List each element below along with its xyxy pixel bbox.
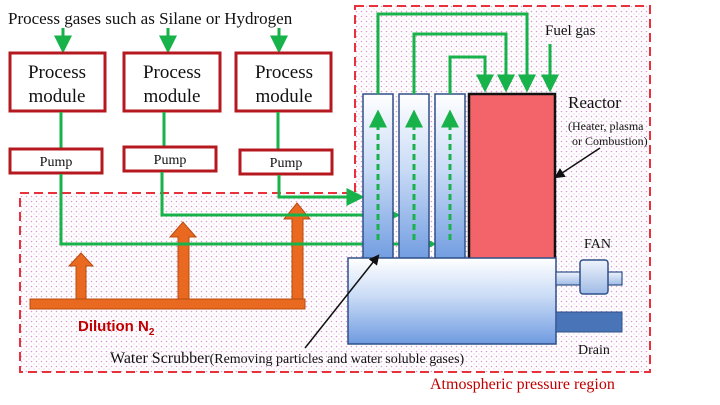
fan-label: FAN [584, 237, 611, 252]
column-to-reactor-3 [448, 55, 494, 94]
scrubber-label-text: Water Scrubber [110, 350, 210, 367]
drain-label: Drain [578, 343, 610, 358]
process-module-3: Process module [234, 51, 333, 113]
pump-2: Pump [122, 145, 218, 173]
pump-1: Pump [8, 147, 104, 175]
region-label: Atmospheric pressure region [430, 376, 615, 393]
reactor [467, 92, 557, 264]
header-text: Process gases such as Silane or Hydrogen [8, 9, 293, 28]
process-module-title-line2: module [256, 86, 313, 107]
dilution-label: Dilution N2 [78, 318, 155, 338]
drain-pipe [555, 311, 623, 333]
dilution-arrow-3 [282, 202, 312, 300]
scrubber-tank [347, 257, 557, 345]
dilution-arrow-2 [168, 221, 198, 300]
fan-icon [579, 259, 609, 295]
column-to-reactor-1 [376, 12, 536, 94]
scrubber-label: Water Scrubber(Removing particles and wa… [110, 350, 465, 367]
flow-line-pump-2 [160, 172, 401, 224]
process-module-title-line1: Process [143, 62, 201, 83]
process-module-1: Process module [8, 51, 107, 113]
process-module-title-line2: module [29, 86, 86, 107]
fuel-gas-label: Fuel gas [545, 23, 596, 39]
dilution-arrow-1 [67, 252, 95, 300]
column-to-reactor-2 [412, 32, 515, 94]
process-module-title-line2: module [144, 86, 201, 107]
flow-line-pump-3 [277, 175, 365, 206]
reactor-note-line2: or Combustion) [572, 134, 648, 148]
reactor-title: Reactor [568, 93, 621, 112]
process-module-2: Process module [122, 51, 222, 113]
scrubber-pointer-line [304, 254, 380, 349]
reactor-pointer-line [554, 147, 601, 179]
pump-label: Pump [154, 153, 187, 168]
reactor-note-line1: (Heater, plasma [568, 119, 644, 133]
process-module-title-line1: Process [255, 62, 313, 83]
pump-label: Pump [40, 155, 73, 170]
process-module-title-line1: Process [28, 62, 86, 83]
pump-3: Pump [238, 148, 334, 176]
pump-label: Pump [270, 156, 303, 171]
dilution-label-text: Dilution N [78, 318, 149, 335]
scrubber-label-note: (Removing particles and water soluble ga… [210, 352, 465, 367]
dilution-manifold [29, 298, 306, 310]
dilution-label-subscript: 2 [149, 327, 155, 338]
flow-line-pump-1 [59, 174, 437, 253]
